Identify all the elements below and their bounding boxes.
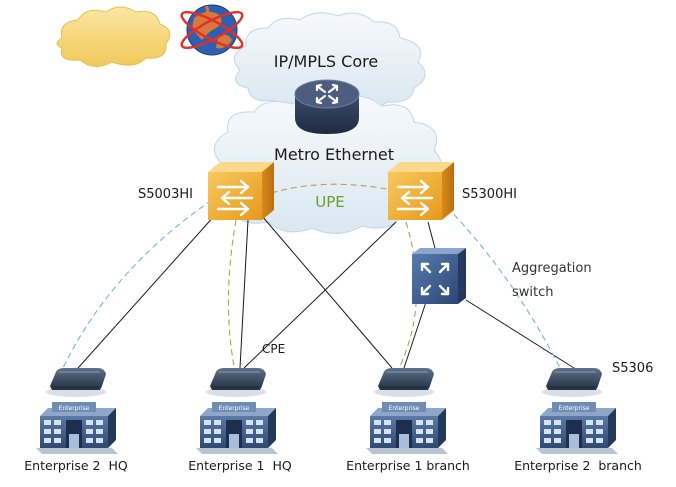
core-router-icon <box>294 79 360 134</box>
upe-label: UPE <box>315 193 345 211</box>
building-ent2br-icon <box>536 402 618 454</box>
building-ent2hq-icon <box>36 402 118 454</box>
s5003hi-label: S5003HI <box>138 187 193 202</box>
aggregation-switch-icon <box>412 248 466 304</box>
decorative-cloud-icon <box>56 6 171 67</box>
link-s5003-ent1hq <box>239 219 249 369</box>
building-ent1br-icon <box>366 402 448 454</box>
cpe-label: CPE <box>262 342 285 356</box>
link-s5300-agg <box>427 221 437 253</box>
site-label-ent1br: Enterprise 1 branch <box>346 458 470 473</box>
cpe-device-ent1hq-icon <box>205 367 267 398</box>
switch-s5003hi-icon <box>206 160 276 222</box>
link-s5300-ent1hq <box>243 221 397 369</box>
dashed-blue-paths <box>61 199 561 371</box>
switch-s5300hi-icon <box>386 160 456 222</box>
core-cloud-label: IP/MPLS Core <box>274 52 378 71</box>
link-s5003-ent2hq <box>77 213 217 369</box>
link-s5003-ent1br <box>261 215 393 369</box>
aggregation-switch-label-line1: Aggregation <box>512 261 592 276</box>
cpe-device-ent2br-icon <box>541 367 603 398</box>
s5300hi-label: S5300HI <box>462 187 517 202</box>
cpe-device-ent1br-icon <box>373 367 435 398</box>
link-agg-ent1br <box>403 301 427 369</box>
cpe-device-ent2hq-icon <box>45 367 107 398</box>
metro-cloud-label: Metro Ethernet <box>274 145 394 164</box>
site-label-ent1hq: Enterprise 1 HQ <box>188 458 292 473</box>
building-ent1hq-icon <box>196 402 278 454</box>
link-agg-ent2br <box>465 299 575 369</box>
aggregation-switch-label-line2: switch <box>512 285 554 300</box>
dashed-olive-paths <box>227 183 418 367</box>
s5306-label: S5306 <box>612 361 653 376</box>
site-label-ent2hq: Enterprise 2 HQ <box>24 458 128 473</box>
globe-icon <box>180 4 244 56</box>
site-label-ent2br: Enterprise 2 branch <box>514 458 642 473</box>
solid-links <box>77 213 575 369</box>
